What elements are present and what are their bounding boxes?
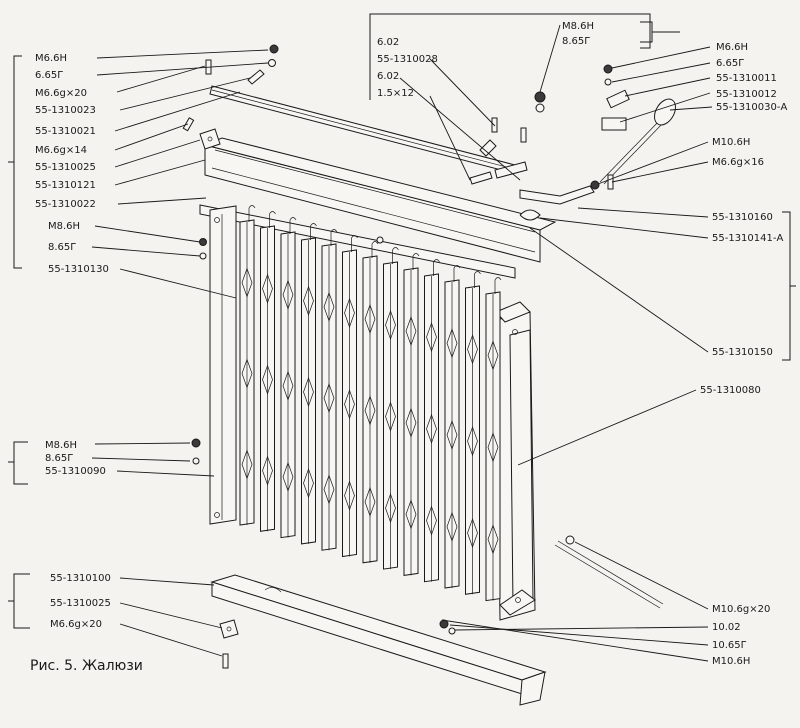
bottom-strip [210,574,547,706]
label-m8-nut-mid: М8.6Н [45,440,77,451]
label-m10-bolt-20: М10.6g×20 [712,604,770,615]
label-55-1310160: 55-1310160 [712,212,773,223]
bottom-left-labels: 55-1310100 55-1310025 М6.6g×20 [50,573,111,630]
label-55-1310023: 55-1310023 [35,105,96,116]
label-8-65g-washer-top: 8.65Г [562,36,590,47]
right-bottom-labels: М10.6g×20 10.02 10.65Г М10.6Н [712,604,770,667]
label-m10-nut-right: М10.6Н [712,137,750,148]
label-55-1310012: 55-1310012 [716,89,777,100]
right-top-labels: М6.6Н 6.65Г 55-1310011 55-1310012 55-131… [712,42,787,168]
bottom-left-bracket [8,573,30,629]
slat [383,247,399,570]
label-8-65g-washer-mid: 8.65Г [45,453,73,464]
label-55-1310121: 55-1310121 [35,180,96,191]
label-6-02-top: 6.02 [377,37,399,48]
bottom-bracket-plate [219,619,239,639]
label-m8-nut-left: М8.6Н [48,221,80,232]
label-10-02: 10.02 [712,622,741,633]
label-55-1310028: 55-1310028 [377,54,438,65]
left-top-labels: М6.6Н 6.65Г М6.6g×20 55-1310023 55-13100… [35,53,109,275]
label-m6-bolt-20-left: М6.6g×20 [35,88,87,99]
slat [403,253,420,576]
left-side-post [209,205,237,525]
label-m6-bolt-20-bottom: М6.6g×20 [50,619,102,630]
left-mid-labels: М8.6Н 8.65Г 55-1310090 [45,440,106,477]
slat [424,259,440,583]
top-center-bracket [369,13,651,100]
slat [362,241,379,564]
label-m8-nut-top: М8.6Н [562,21,594,32]
label-m10-nut-bottom: М10.6Н [712,656,750,667]
slat [280,217,297,539]
figure-caption: Рис. 5. Жалюзи [30,658,143,674]
label-55-1310141-a: 55-1310141-А [712,233,783,244]
right-mid-bracket [782,211,796,361]
bottom-rod [439,535,664,635]
label-6-65g-washer-left: 6.65Г [35,70,63,81]
label-1-5x12: 1.5×12 [377,88,414,99]
left-top-bracket [8,55,22,269]
slat [301,223,317,545]
label-55-1310011: 55-1310011 [716,73,777,84]
label-m6-nut-right: М6.6Н [716,42,748,53]
label-m6-bolt-16: М6.6g×16 [712,157,764,168]
label-55-1310025-bottom: 55-1310025 [50,598,111,609]
top-right-pair-labels: М8.6Н 8.65Г [562,21,594,47]
slats-group [239,205,502,602]
label-55-1310022: 55-1310022 [35,199,96,210]
leader-lines [91,24,713,662]
label-6-02-second: 6.02 [377,71,399,82]
top-right-pair-bracket [640,21,680,43]
label-8-65g-washer-left: 8.65Г [48,242,76,253]
label-10-65g-washer: 10.65Г [712,640,747,651]
top-bracket-plate [199,128,221,150]
top-center-labels: 6.02 55-1310028 6.02 1.5×12 [377,37,438,99]
label-m6-nut-left: М6.6Н [35,53,67,64]
slat [342,235,358,558]
label-55-1310100: 55-1310100 [50,573,111,584]
slat [321,229,338,551]
left-mid-bracket [8,441,28,485]
slat [465,271,481,595]
slat [239,205,256,526]
slat [485,277,502,602]
label-55-1310030-a: 55-1310030-А [716,102,787,113]
right-mid-labels: 55-1310160 55-1310141-А 55-1310150 55-13… [700,212,783,396]
label-55-1310090: 55-1310090 [45,466,106,477]
label-55-1310021: 55-1310021 [35,126,96,137]
upper-frame-bar [203,137,557,263]
label-55-1310150: 55-1310150 [712,347,773,358]
label-55-1310025-top: 55-1310025 [35,162,96,173]
right-side-frame [495,301,536,621]
slat [444,265,461,589]
slat [260,211,276,532]
label-55-1310080: 55-1310080 [700,385,761,396]
label-6-65g-washer-right: 6.65Г [716,58,744,69]
label-55-1310130: 55-1310130 [48,264,109,275]
label-m6-bolt-14: М6.6g×14 [35,145,87,156]
